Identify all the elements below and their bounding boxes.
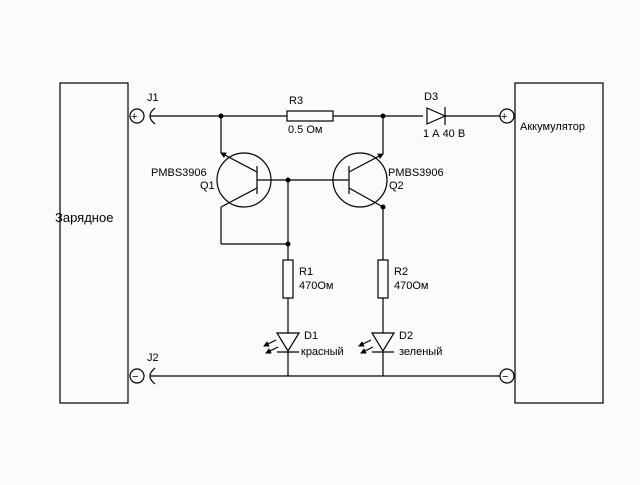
internal-wiring: [220, 116, 384, 260]
q1-transistor: PMBS3906 Q1: [151, 152, 287, 208]
d3-diode: D3 1 А 40 В: [423, 91, 465, 140]
q2-part: PMBS3906: [388, 167, 444, 179]
battery-plus-sign: +: [501, 111, 507, 123]
d1-value: красный: [301, 346, 344, 358]
r2-value: 470Ом: [394, 280, 428, 292]
r3-value: 0.5 Ом: [288, 124, 322, 136]
d2-ref: D2: [399, 330, 413, 342]
d1-ref: D1: [304, 330, 318, 342]
j1-connector: + J1: [129, 92, 159, 125]
q1-part: PMBS3906: [151, 167, 207, 179]
r3-ref: R3: [289, 95, 303, 107]
j2-label: J2: [147, 352, 159, 364]
q1-ref: Q1: [200, 180, 215, 192]
j1-label: J1: [147, 92, 159, 104]
j2-polarity: −: [132, 371, 138, 383]
d1-led: D1 красный: [263, 330, 344, 376]
j1-polarity: +: [131, 111, 137, 123]
charger-label: Зарядное: [55, 210, 113, 225]
junction-dots: [218, 113, 386, 247]
r2-ref: R2: [394, 266, 408, 278]
r1-ref: R1: [299, 266, 313, 278]
q2-transistor: PMBS3906 Q2: [287, 152, 444, 208]
battery-minus-terminal: −: [499, 368, 515, 384]
r1-value: 470Ом: [299, 280, 333, 292]
d3-value: 1 А 40 В: [423, 128, 465, 140]
q2-ref: Q2: [389, 180, 404, 192]
battery-plus-terminal: +: [499, 108, 515, 124]
d2-led: D2 зеленый: [358, 330, 442, 376]
d3-ref: D3: [424, 91, 438, 103]
charger-block: Зарядное: [55, 82, 129, 404]
r1-resistor: R1 470Ом: [282, 259, 333, 333]
r3-resistor: R3 0.5 Ом: [286, 95, 334, 136]
battery-block: Аккумулятор: [514, 82, 604, 404]
battery-minus-sign: −: [502, 371, 508, 383]
j2-connector: − J2: [129, 352, 159, 385]
r2-resistor: R2 470Ом: [377, 259, 428, 333]
battery-label: Аккумулятор: [520, 121, 585, 133]
d2-value: зеленый: [399, 346, 442, 358]
